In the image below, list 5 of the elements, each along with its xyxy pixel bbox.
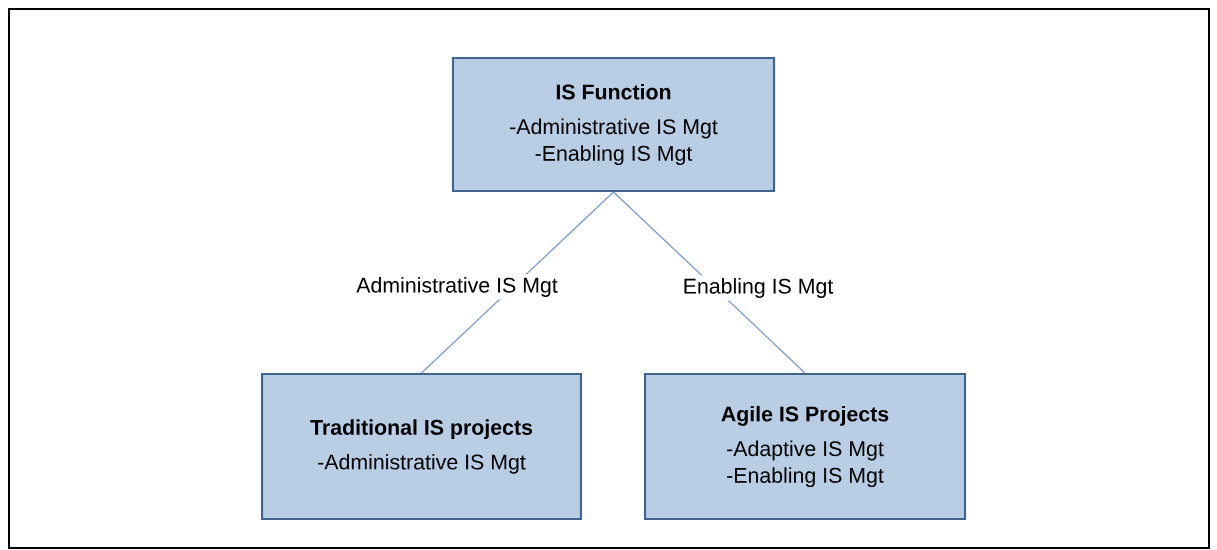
edge-label: Administrative IS Mgt (353, 274, 561, 300)
process-box: Agile IS Projects -Adaptive IS Mgt -Enabling IS Mgt (643, 372, 967, 521)
process-box: IS Function -Administrative IS Mgt -Enabling IS Mgt (451, 56, 776, 193)
process-box: Traditional IS projects -Administrative IS Mgt (260, 372, 583, 521)
edge-label: Enabling IS Mgt (680, 275, 836, 301)
